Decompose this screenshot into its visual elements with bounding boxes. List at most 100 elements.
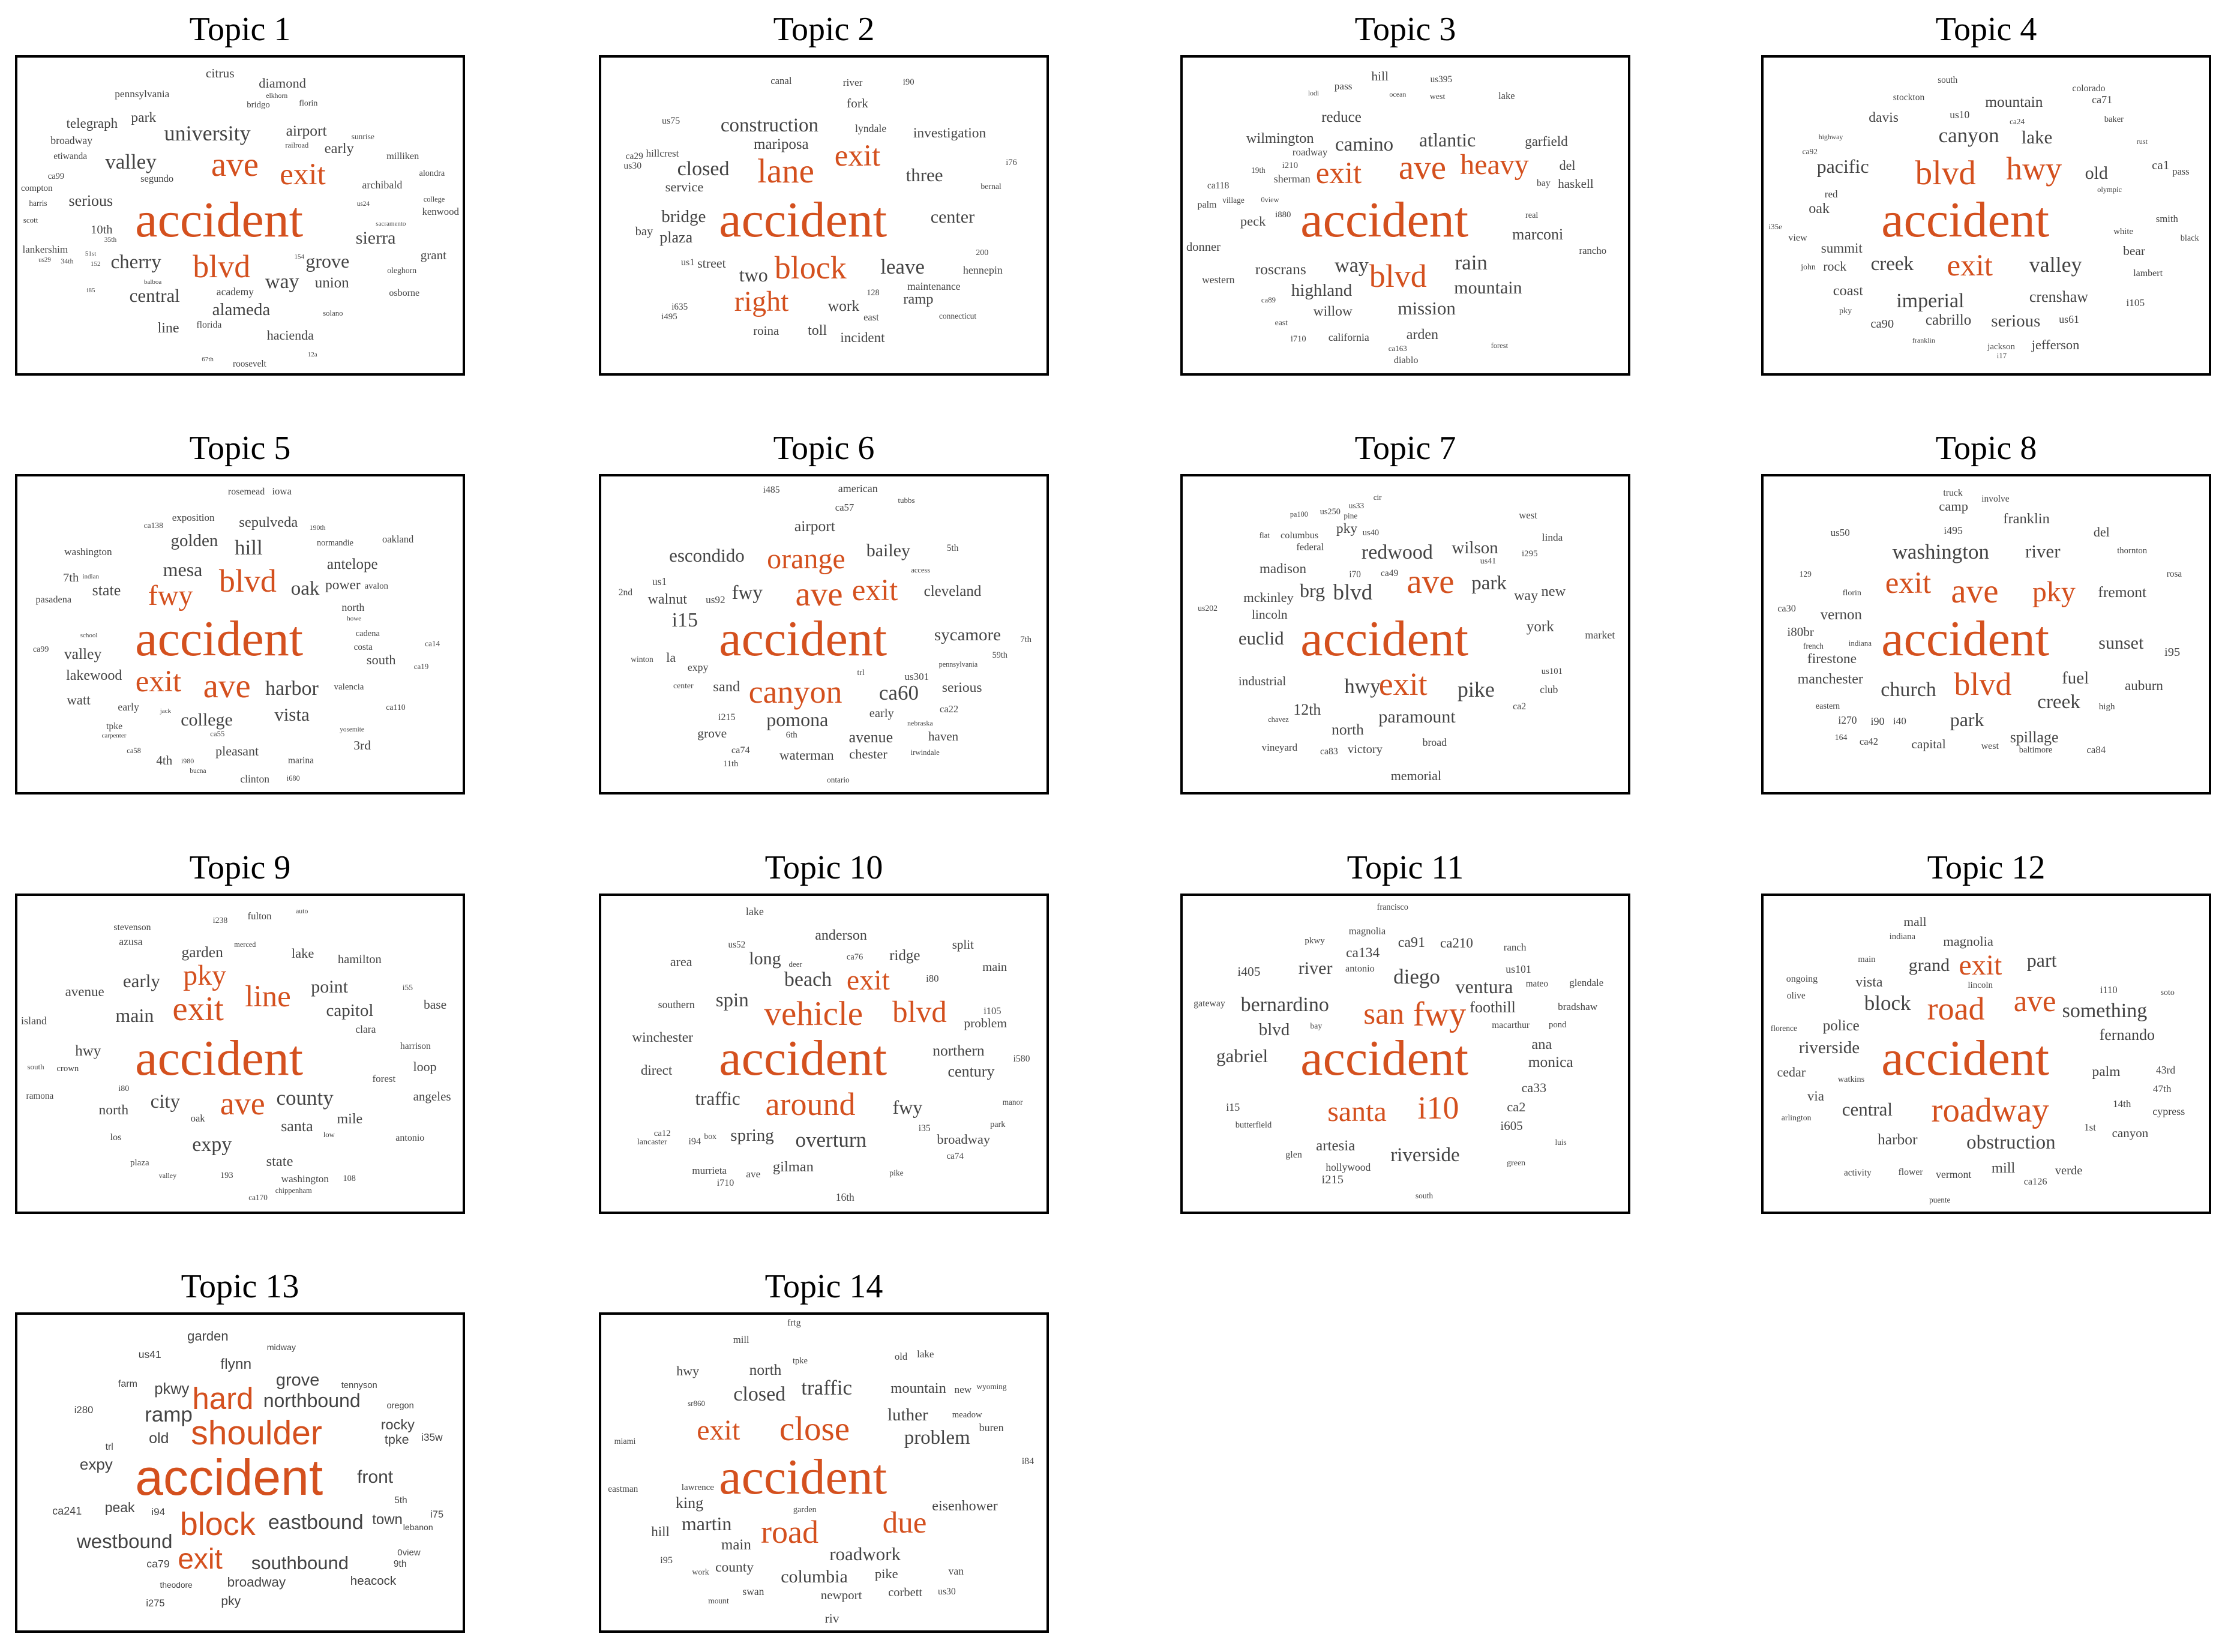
cloud-word: manor [1002, 1097, 1023, 1107]
cloud-word: 152 [91, 260, 101, 268]
cloud-word: harris [29, 199, 47, 208]
cloud-word: franklin [1912, 335, 1935, 344]
cloud-word: exit [1959, 949, 2002, 981]
cloud-word: plaza [130, 1158, 149, 1168]
cloud-word: exposition [172, 512, 215, 524]
cloud-word: accident [1300, 191, 1469, 248]
cloud-word: roscrans [1255, 260, 1306, 278]
cloud-word: blvd [218, 563, 277, 599]
cloud-word: bay [1310, 1021, 1323, 1031]
cloud-word: bear [2123, 243, 2146, 258]
cloud-word: pomona [766, 708, 829, 730]
cloud-word: garden [181, 943, 223, 961]
cloud-word: cypress [2152, 1105, 2185, 1118]
cloud-word: east [863, 311, 879, 323]
cloud-word: francisco [1377, 902, 1408, 912]
cloud-word: accident [719, 191, 887, 248]
cloud-word: fremont [2098, 583, 2147, 601]
cloud-word: bay [635, 225, 653, 239]
cloud-word: franklin [2003, 510, 2050, 527]
cloud-word: three [905, 164, 943, 185]
cloud-word: black [2180, 233, 2199, 243]
cloud-word: state [266, 1153, 293, 1170]
cloud-word: river [2025, 541, 2061, 562]
topic-title: Topic 7 [1354, 430, 1456, 467]
cloud-word: us101 [1541, 667, 1563, 677]
cloud-word: century [947, 1063, 995, 1081]
cloud-word: industrial [1238, 674, 1287, 689]
cloud-word: block [1864, 991, 1911, 1015]
cloud-word: 19th [1251, 165, 1266, 175]
cloud-word: us75 [662, 116, 680, 126]
cloud-word: hill [1371, 68, 1389, 83]
cloud-word: east [1275, 317, 1288, 327]
cloud-word: pacific [1816, 155, 1869, 177]
cloud-word: 10th [91, 223, 113, 236]
cloud-word: highway [1818, 133, 1843, 142]
cloud-word: auto [296, 907, 308, 915]
cloud-word: ca84 [2086, 744, 2106, 756]
cloud-word: direct [640, 1063, 673, 1078]
cloud-word: american [838, 482, 878, 494]
cloud-word: pleasant [215, 743, 259, 758]
cloud-word: manchester [1797, 671, 1863, 688]
cloud-word: college [423, 195, 445, 203]
cloud-word: gilman [772, 1158, 814, 1175]
cloud-word: 34th [61, 257, 74, 266]
cloud-word: work [827, 297, 860, 315]
topic-title: Topic 1 [189, 11, 291, 48]
cloud-word: ca19 [413, 661, 429, 671]
cloud-word: glendale [1569, 977, 1604, 989]
cloud-word: mckinley [1243, 589, 1294, 605]
cloud-word: old [895, 1351, 908, 1363]
cloud-word: exit [1378, 665, 1428, 702]
cloud-word: luther [887, 1405, 928, 1425]
cloud-word: 108 [343, 1173, 356, 1183]
cloud-word: frtg [787, 1318, 801, 1329]
cloud-word: bridgo [247, 100, 270, 110]
cloud-word: shoulder [191, 1413, 322, 1452]
cloud-word: etiwanda [53, 151, 88, 161]
cloud-word: ca170 [248, 1193, 268, 1202]
cloud-word: two [739, 263, 768, 286]
cloud-word: ca24 [2010, 116, 2025, 126]
cloud-word: olive [1786, 991, 1806, 1001]
cloud-word: tennyson [341, 1380, 377, 1390]
cloud-word: police [1822, 1017, 1860, 1034]
cloud-word: vehicle [764, 995, 863, 1033]
cloud-word: camino [1335, 133, 1394, 155]
cloud-word: valley [2029, 253, 2082, 277]
cloud-word: haskell [1558, 176, 1594, 191]
cloud-word: river [842, 77, 863, 89]
cloud-word: west [1981, 740, 1999, 751]
cloud-word: us1 [680, 256, 695, 268]
cloud-word: 51st [85, 250, 97, 258]
cloud-word: archibald [362, 179, 403, 191]
cloud-word: i580 [1013, 1053, 1030, 1064]
cloud-word: fernando [2099, 1026, 2155, 1044]
cloud-word: pky [1839, 307, 1852, 316]
cloud-word: accident [135, 1449, 323, 1506]
cloud-word: i680 [286, 774, 300, 783]
cloud-word: i80 [118, 1084, 130, 1094]
cloud-word: road [1927, 991, 1985, 1027]
topic-title: Topic 10 [764, 849, 883, 886]
cloud-word: park [131, 110, 157, 126]
cloud-word: pike [889, 1168, 904, 1177]
topic-title: Topic 5 [189, 430, 291, 467]
cloud-word: palm [1197, 200, 1217, 210]
cloud-word: nebraska [907, 719, 933, 728]
cloud-word: puente [1929, 1195, 1951, 1204]
cloud-word: firestone [1807, 650, 1857, 667]
cloud-word: ca42 [1859, 736, 1879, 748]
cloud-word: accident [719, 1449, 887, 1505]
cloud-word: expy [192, 1134, 232, 1156]
cloud-word: i10 [1417, 1090, 1459, 1126]
cloud-word: village [1222, 196, 1245, 205]
cloud-word: highland [1291, 281, 1353, 301]
cloud-word: north [1332, 721, 1364, 739]
cloud-word: midway [266, 1342, 296, 1353]
